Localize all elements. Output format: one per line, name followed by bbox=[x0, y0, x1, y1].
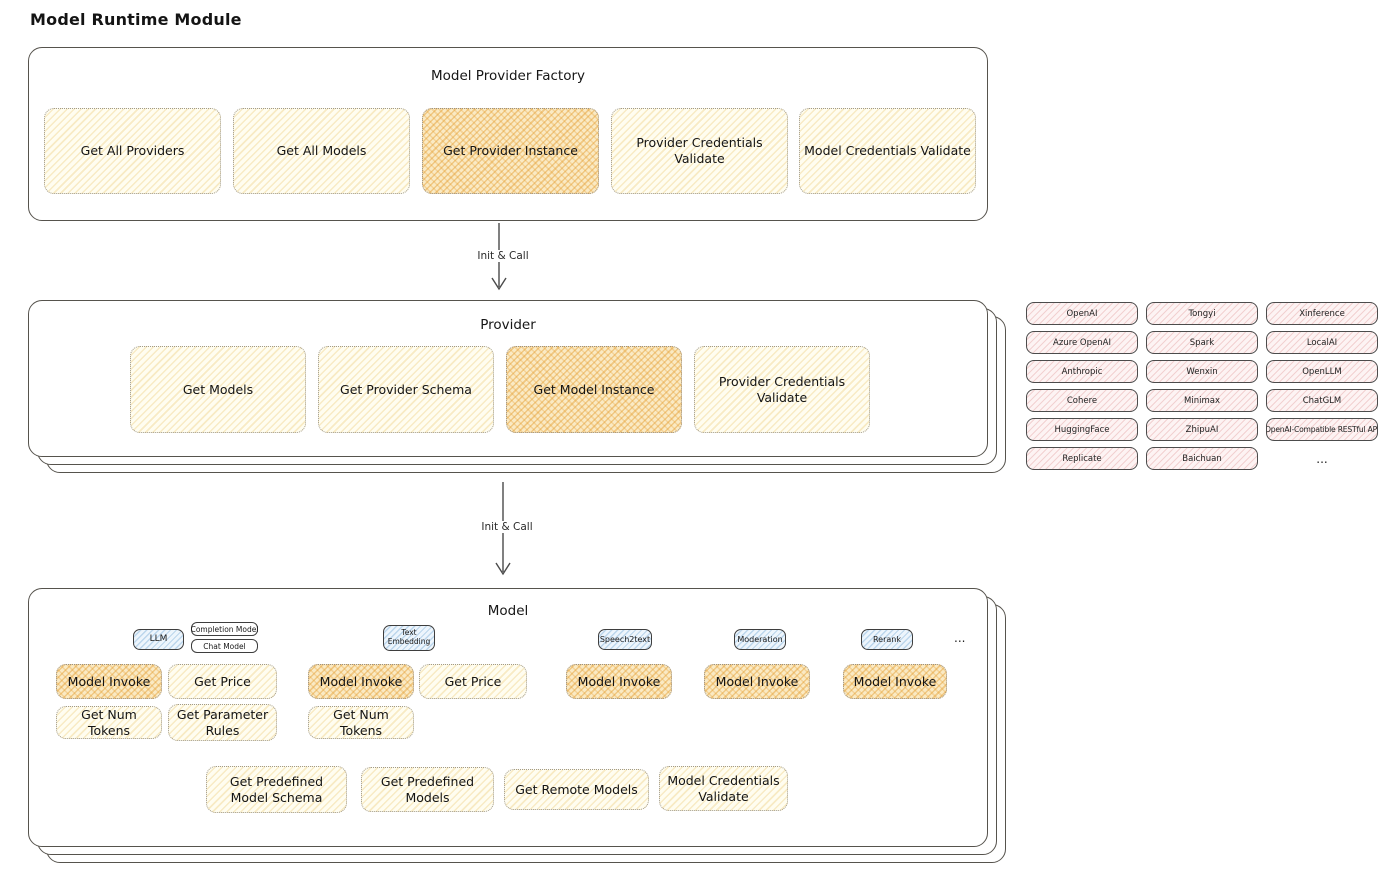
node-llm-get-parameter-rules: Get Parameter Rules bbox=[168, 704, 277, 741]
provider-item-wenxin: Wenxin bbox=[1146, 360, 1258, 383]
node-get-predefined-model-schema: Get Predefined Model Schema bbox=[206, 766, 347, 813]
tag-llm: LLM bbox=[133, 629, 184, 650]
node-get-models: Get Models bbox=[130, 346, 306, 433]
node-get-provider-instance: Get Provider Instance bbox=[422, 108, 599, 194]
node-embedding-get-price: Get Price bbox=[419, 664, 527, 699]
factory-panel: Model Provider Factory Get All Providers… bbox=[28, 47, 988, 221]
provider-item-chatglm: ChatGLM bbox=[1266, 389, 1378, 412]
providers-grid: OpenAI Tongyi Xinference Azure OpenAI Sp… bbox=[1026, 302, 1378, 470]
tag-chat-model: Chat Model bbox=[191, 639, 258, 653]
provider-item-azure-openai: Azure OpenAI bbox=[1026, 331, 1138, 354]
provider-item-localai: LocalAI bbox=[1266, 331, 1378, 354]
provider-item-baichuan: Baichuan bbox=[1146, 447, 1258, 470]
node-moderation-model-invoke: Model Invoke bbox=[704, 664, 810, 699]
node-rerank-model-invoke: Model Invoke bbox=[843, 664, 947, 699]
provider-item-openllm: OpenLLM bbox=[1266, 360, 1378, 383]
provider-item-huggingface: HuggingFace bbox=[1026, 418, 1138, 441]
node-get-all-models: Get All Models bbox=[233, 108, 410, 194]
arrow-label-init-call-1: Init & Call bbox=[468, 250, 538, 262]
node-get-all-providers: Get All Providers bbox=[44, 108, 221, 194]
provider-item-cohere: Cohere bbox=[1026, 389, 1138, 412]
provider-item-tongyi: Tongyi bbox=[1146, 302, 1258, 325]
factory-panel-title: Model Provider Factory bbox=[430, 68, 585, 84]
tag-speech2text: Speech2text bbox=[598, 629, 652, 650]
provider-item-zhipuai: ZhipuAI bbox=[1146, 418, 1258, 441]
provider-item-openai: OpenAI bbox=[1026, 302, 1138, 325]
provider-panel-title: Provider bbox=[480, 317, 536, 333]
node-llm-get-price: Get Price bbox=[168, 664, 277, 699]
provider-item-replicate: Replicate bbox=[1026, 447, 1138, 470]
node-llm-get-num-tokens: Get Num Tokens bbox=[56, 706, 162, 739]
node-model-credentials-validate: Model Credentials Validate bbox=[799, 108, 976, 194]
node-speech2text-model-invoke: Model Invoke bbox=[566, 664, 672, 699]
providers-more-ellipsis: ... bbox=[1316, 451, 1328, 466]
provider-item-spark: Spark bbox=[1146, 331, 1258, 354]
model-tags-more-ellipsis: ... bbox=[954, 631, 966, 645]
node-get-predefined-models: Get Predefined Models bbox=[361, 767, 494, 812]
node-embedding-get-num-tokens: Get Num Tokens bbox=[308, 706, 414, 739]
tag-text-embedding: Text Embedding bbox=[383, 625, 435, 651]
node-get-remote-models: Get Remote Models bbox=[504, 769, 649, 810]
provider-item-xinference: Xinference bbox=[1266, 302, 1378, 325]
node-llm-model-invoke: Model Invoke bbox=[56, 664, 162, 699]
tag-rerank: Rerank bbox=[861, 629, 913, 650]
node-provider-credentials-validate-2: Provider Credentials Validate bbox=[694, 346, 870, 433]
provider-item-anthropic: Anthropic bbox=[1026, 360, 1138, 383]
provider-panel: Provider Get Models Get Provider Schema … bbox=[28, 300, 988, 457]
node-provider-credentials-validate: Provider Credentials Validate bbox=[611, 108, 788, 194]
provider-item-minimax: Minimax bbox=[1146, 389, 1258, 412]
page-title: Model Runtime Module bbox=[30, 10, 242, 29]
node-model-credentials-validate-2: Model Credentials Validate bbox=[659, 766, 788, 811]
model-panel: Model LLM Completion Model Chat Model Te… bbox=[28, 588, 988, 847]
tag-moderation: Moderation bbox=[734, 629, 786, 650]
node-get-provider-schema: Get Provider Schema bbox=[318, 346, 494, 433]
arrow-label-init-call-2: Init & Call bbox=[472, 521, 542, 533]
model-panel-title: Model bbox=[487, 603, 529, 619]
node-get-model-instance: Get Model Instance bbox=[506, 346, 682, 433]
provider-item-openai-compatible-restful-api: OpenAI-Compatible RESTful API bbox=[1266, 418, 1378, 441]
node-embedding-model-invoke: Model Invoke bbox=[308, 664, 414, 699]
tag-completion-model: Completion Model bbox=[191, 622, 258, 636]
